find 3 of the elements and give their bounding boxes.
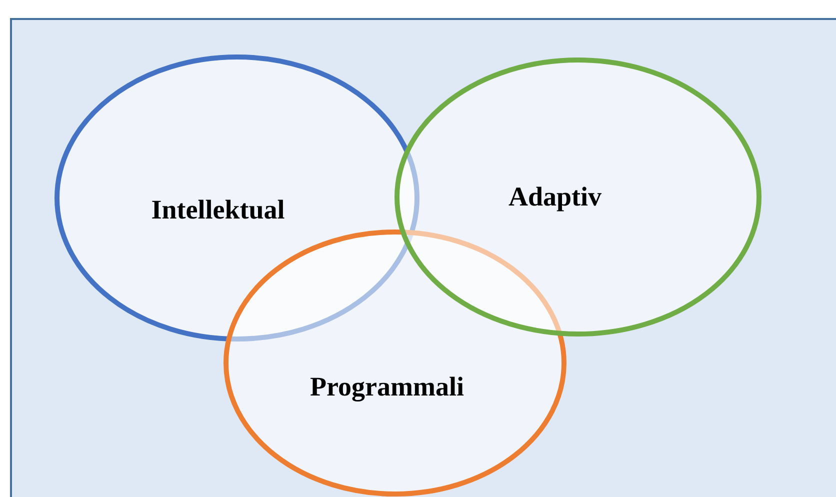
set-label: Adaptiv: [508, 182, 602, 212]
set-label: Intellektual: [151, 194, 285, 226]
set-label: Programmali: [310, 372, 464, 402]
